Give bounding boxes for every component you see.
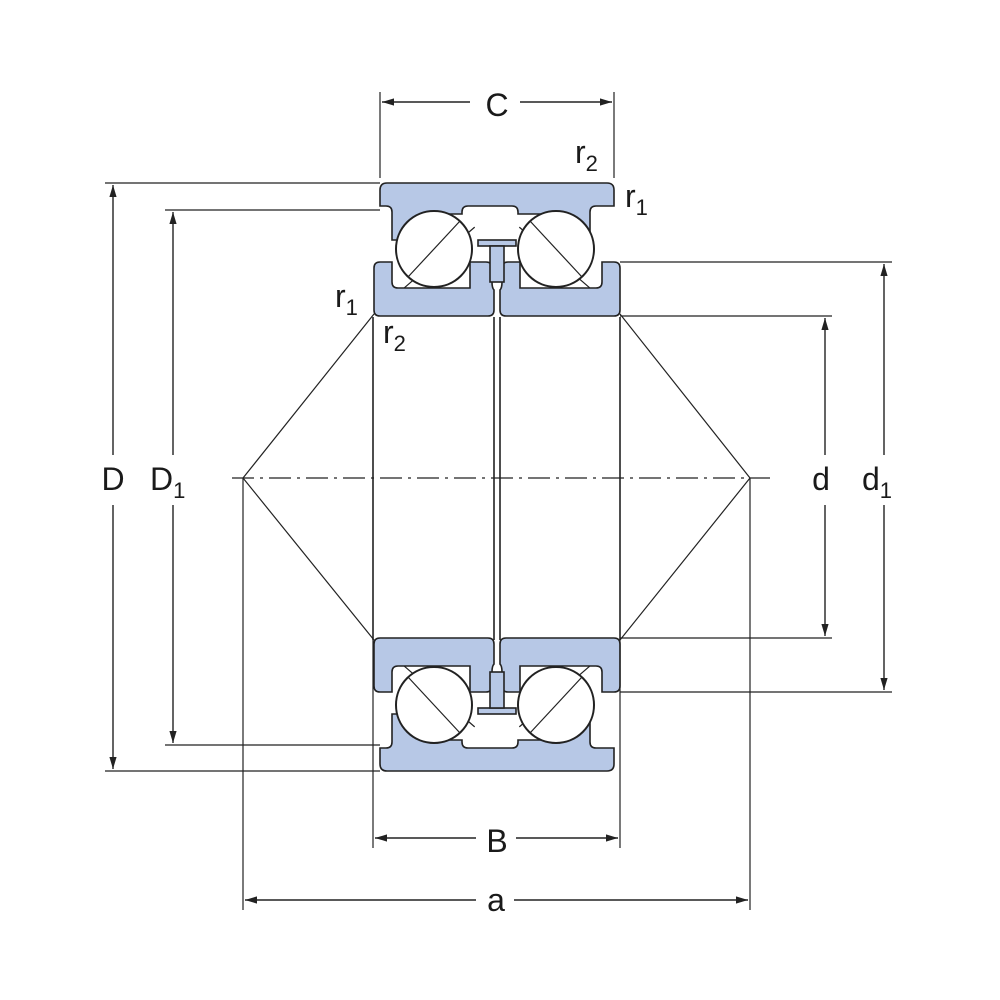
- cage-top: [477, 239, 517, 247]
- label-D: D: [101, 461, 124, 497]
- outer-ring-bottom: [379, 713, 615, 772]
- outer-ring-top: [379, 182, 615, 241]
- label-a: a: [487, 882, 505, 918]
- cage-bottom-stem: [489, 671, 505, 709]
- cage-bottom: [477, 707, 517, 715]
- label-d1: d1: [862, 461, 892, 503]
- top-section: [373, 182, 621, 317]
- label-B: B: [486, 823, 507, 859]
- label-C: C: [485, 87, 508, 123]
- bottom-section: [373, 637, 621, 772]
- inner-ring-bottom-left: [373, 637, 495, 693]
- label-D1: D1: [150, 461, 185, 503]
- contact-angle-lines: [242, 225, 751, 729]
- label-r2-left: r2: [383, 314, 406, 356]
- bore-outline: [372, 317, 621, 640]
- dimension-lines: [109, 98, 888, 904]
- ball-contact-lines: [407, 220, 583, 734]
- label-r1-left: r1: [335, 278, 358, 320]
- inner-ring-top-left: [373, 261, 495, 317]
- extension-lines: [105, 92, 892, 910]
- label-r2-top-right: r2: [575, 134, 598, 176]
- cage-top-stem: [489, 245, 505, 283]
- label-r1-top-right: r1: [625, 178, 648, 220]
- label-d: d: [812, 461, 830, 497]
